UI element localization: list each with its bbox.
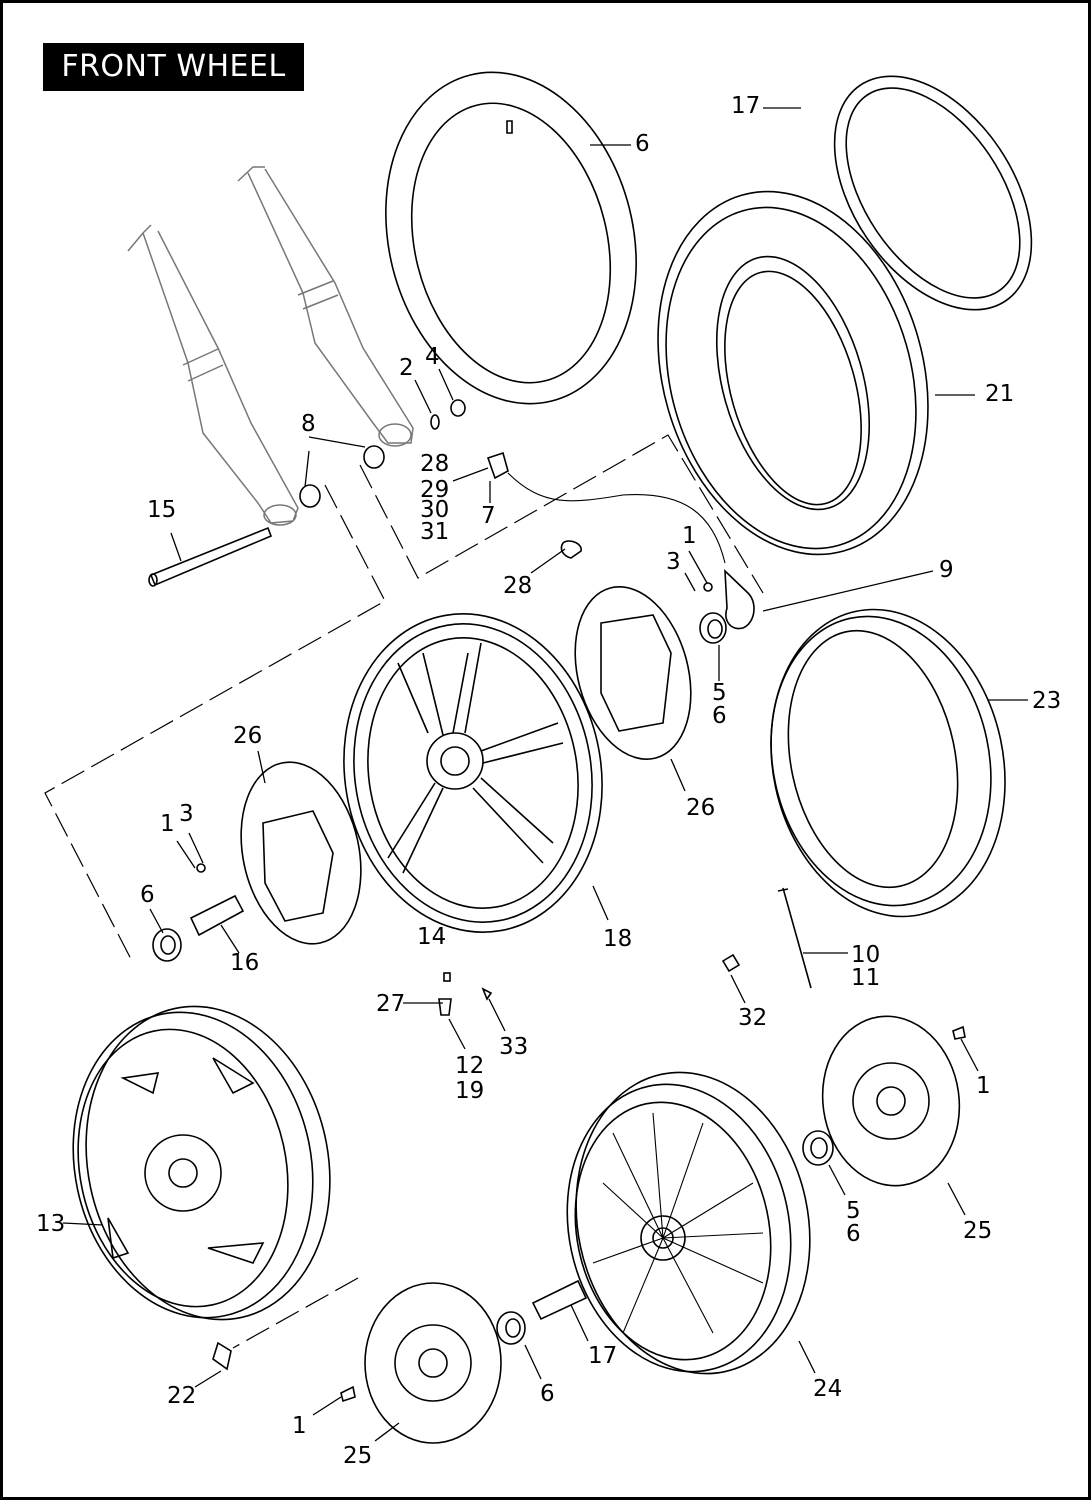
callout-1-right: 1: [976, 1073, 991, 1099]
spoked-wheel: [566, 1071, 811, 1375]
callout-28-clip: 28: [503, 573, 532, 599]
callout-labels: 6 17 21 2 4 8 28 29 30 31 7 15 28 1 3 9 …: [36, 93, 1061, 1469]
callout-27: 27: [376, 991, 405, 1017]
brake-rotor-left: [240, 761, 362, 945]
assembly-line-lower: [232, 1277, 359, 1349]
callout-17-lower: 17: [588, 1343, 617, 1369]
callout-4: 4: [425, 344, 440, 370]
callout-31: 31: [420, 519, 449, 545]
callout-18: 17: [731, 93, 760, 119]
callout-5-upper: 5: [712, 680, 727, 706]
callout-2: 2: [399, 355, 414, 381]
wheel-speed-sensor: [486, 451, 755, 630]
valve-cap: [212, 1341, 232, 1371]
floating-rotor-right: [821, 1015, 961, 1187]
callout-9: 9: [939, 557, 954, 583]
callout-6-right: 6: [846, 1221, 861, 1247]
wheel-bearing-right: [802, 1130, 834, 1166]
wheel-bearing-lower: [496, 1311, 526, 1345]
callout-1-sensor: 1: [682, 523, 697, 549]
callout-12: 12: [455, 1053, 484, 1079]
callout-5-right: 5: [846, 1198, 861, 1224]
axle: [148, 526, 273, 587]
callout-14: 14: [417, 924, 446, 950]
diagram-title: FRONT WHEEL: [43, 43, 304, 91]
callout-7: 7: [481, 503, 496, 529]
wheel-bearing-left: [152, 928, 182, 962]
front-fork: [127, 166, 414, 526]
callout-25-right: 25: [963, 1218, 992, 1244]
callout-8: 8: [301, 411, 316, 437]
callout-22: 22: [167, 1383, 196, 1409]
leader-lines: [62, 107, 1028, 1442]
callout-3-sensor: 3: [666, 549, 681, 575]
callout-3-left: 3: [179, 801, 194, 827]
callout-15: 13: [36, 1211, 65, 1237]
callout-6-lower: 6: [540, 1381, 555, 1407]
disc-wheel: [72, 1005, 331, 1321]
callout-30: 30: [420, 497, 449, 523]
rotor-bolt-right: [952, 1025, 966, 1040]
floating-rotor-lower: [364, 1282, 502, 1444]
axle-spacer-left: [189, 894, 245, 937]
callout-6-left: 6: [140, 882, 155, 908]
assembly-line-left: [44, 484, 386, 964]
spoke: [777, 887, 812, 989]
callout-11: 11: [851, 965, 880, 991]
callout-32: 32: [738, 1005, 767, 1031]
rotor-bolt-lower: [340, 1385, 356, 1403]
wheel-bearing-upper: [699, 612, 727, 644]
callout-10: 10: [851, 942, 880, 968]
callout-23: 23: [1032, 688, 1061, 714]
callout-1-left: 1: [160, 811, 175, 837]
laced-rim: [770, 608, 1006, 918]
rim-strip: [833, 75, 1033, 311]
inner-tube: [385, 71, 637, 405]
callout-29: 29: [420, 477, 449, 503]
rotor-bolt-left: [196, 863, 206, 873]
axle-spacer-lower: [531, 1279, 588, 1321]
callout-24: 24: [813, 1376, 842, 1402]
callout-16: 15: [147, 497, 176, 523]
callout-28-sensor: 28: [420, 451, 449, 477]
callout-26-right: 26: [686, 795, 715, 821]
exploded-view-drawing: 6 17 21 2 4 8 28 29 30 31 7 15 28 1 3 9 …: [36, 71, 1061, 1469]
callout-17-upper: 16: [230, 950, 259, 976]
callout-20: 19: [455, 1078, 484, 1104]
callout-26-left: 26: [233, 723, 262, 749]
tire: [657, 190, 929, 556]
axle-spacers: [299, 399, 466, 508]
callout-19: 18: [603, 926, 632, 952]
callout-33: 33: [499, 1034, 528, 1060]
callout-21: 21: [985, 381, 1014, 407]
valve-parts: [438, 953, 741, 1016]
callout-6-upper: 6: [712, 703, 727, 729]
callout-13: 6: [635, 131, 650, 157]
brake-rotor-right: [574, 586, 692, 760]
cast-wheel: [343, 613, 603, 933]
callout-1-lower: 1: [292, 1413, 307, 1439]
callout-25-lower: 25: [343, 1443, 372, 1469]
